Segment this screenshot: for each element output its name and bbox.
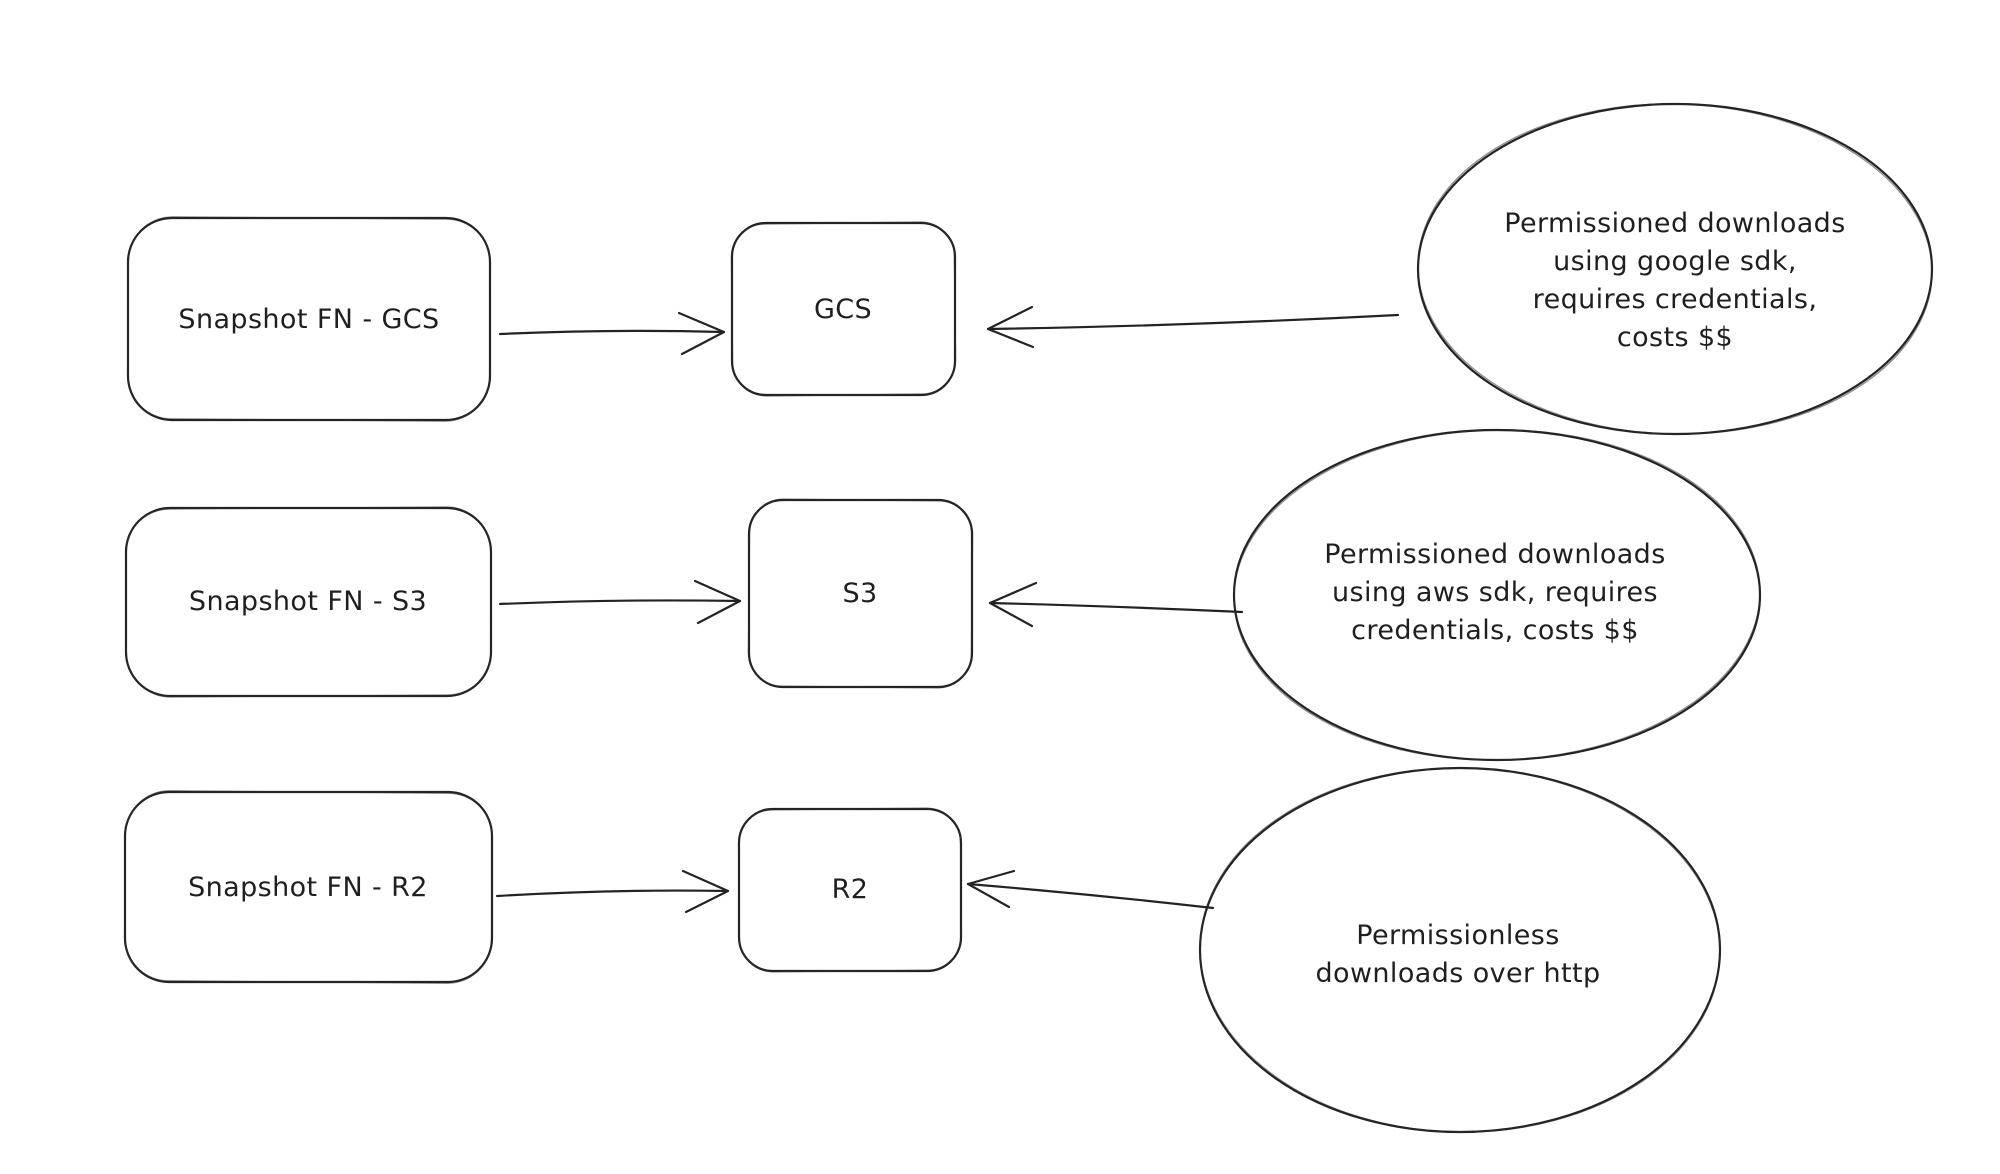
target-node-shape-r2-sketch [737, 807, 963, 973]
row-s3 [124, 428, 1762, 762]
source-node-shape-gcs-sketch [126, 216, 492, 422]
arrow-note-to-s3-head [988, 581, 1038, 628]
note-ellipse-r2-sketch [1199, 767, 1721, 1133]
note-line: costs $$ [1616, 322, 1734, 353]
note-text-s3: Permissioned downloads using aws sdk, re… [1324, 536, 1665, 650]
note-text-r2: Permissionless downloads over http [1315, 917, 1600, 993]
row-gcs [126, 102, 1934, 436]
arrow-source-to-r2-head [681, 869, 730, 914]
note-ellipse-gcs-sketch [1417, 103, 1933, 435]
arrow-note-to-gcs-shaft [986, 313, 1400, 331]
target-node-shape-s3-sketch [747, 498, 974, 689]
source-node-label-r2: Snapshot FN - R2 [188, 872, 428, 903]
arrow-source-to-s3-shaft [498, 599, 742, 606]
arrow-source-to-r2-shaft [495, 889, 730, 898]
source-node-label-s3: Snapshot FN - S3 [188, 586, 428, 617]
note-line: credentials, costs $$ [1351, 615, 1639, 646]
source-node-shape-r2-sketch [123, 790, 494, 984]
note-line: Permissioned downloads [1504, 208, 1846, 239]
arrow-note-to-gcs-head [986, 305, 1035, 349]
target-node-label-s3: S3 [842, 578, 878, 609]
note-line: using aws sdk, requires [1331, 577, 1659, 608]
note-text-gcs: Permissioned downloads using google sdk,… [1504, 205, 1845, 357]
note-line: requires credentials, [1532, 284, 1818, 315]
arrow-source-to-gcs-head [677, 311, 726, 356]
source-node-shape-s3-sketch [125, 506, 492, 698]
note-line: using google sdk, [1553, 246, 1797, 277]
note-ellipse-s3-sketch [1233, 429, 1761, 761]
arrow-source-to-gcs-shaft [498, 329, 726, 336]
note-line: downloads over http [1315, 958, 1601, 989]
target-node-shape-gcs-sketch [730, 221, 957, 397]
note-line: Permissioned downloads [1324, 539, 1666, 570]
row-r2 [123, 766, 1722, 1134]
source-node-label-gcs: Snapshot FN - GCS [178, 304, 440, 335]
target-node-label-r2: R2 [831, 874, 869, 905]
arrow-note-to-r2-shaft [966, 882, 1215, 910]
arrow-note-to-s3-shaft [988, 601, 1244, 614]
arrow-note-to-r2-head [966, 869, 1016, 909]
note-line: Permissionless [1356, 920, 1560, 951]
target-node-label-gcs: GCS [813, 294, 873, 325]
arrow-source-to-s3-head [693, 579, 742, 625]
